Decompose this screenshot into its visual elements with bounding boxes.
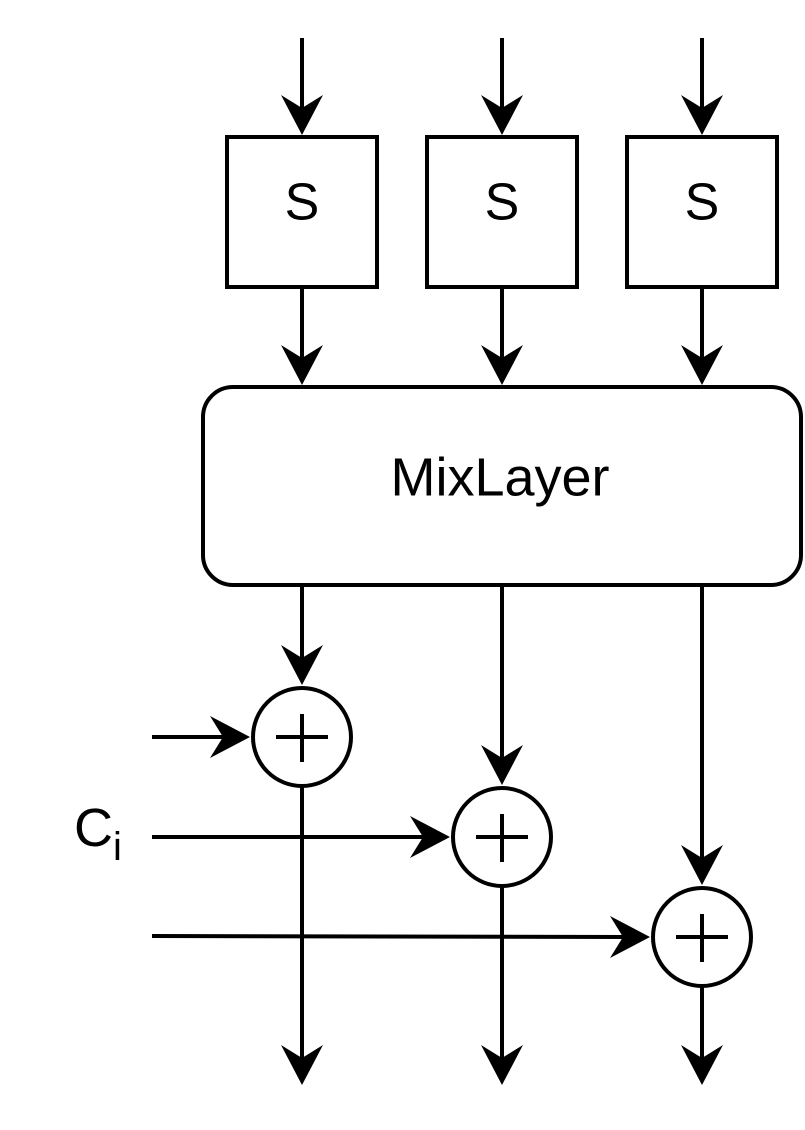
mix-layer-rect [201, 385, 803, 587]
mix-output-arrowhead-3 [681, 845, 723, 885]
mix-output-arrowhead-2 [481, 745, 523, 785]
input-arrowhead-2 [481, 95, 523, 135]
output-arrowhead-1 [281, 1045, 323, 1085]
input-lines [281, 38, 723, 135]
xor-node-3 [651, 886, 753, 988]
key-label-subscript: i [113, 825, 122, 869]
sbox-2-label: S [485, 174, 520, 232]
sbox-1: S [225, 135, 379, 289]
input-arrowhead-3 [681, 95, 723, 135]
output-arrowhead-2 [481, 1045, 523, 1085]
key-label: Ci [74, 798, 122, 869]
sbox-1-label: S [285, 174, 320, 232]
key-arrowhead-1 [210, 716, 250, 758]
sbox-2-rect [425, 135, 579, 289]
key-arrowhead-2 [410, 816, 450, 858]
sbox-output-arrowhead-2 [481, 345, 523, 385]
sbox-3-label: S [685, 174, 720, 232]
xor-node-1 [251, 686, 353, 788]
key-label-main: C [74, 798, 113, 858]
xor-node-2 [451, 786, 553, 888]
key-line-3 [151, 934, 629, 939]
key-lines [151, 716, 650, 958]
input-arrowhead-1 [281, 95, 323, 135]
key-arrowhead-3 [610, 916, 650, 958]
sbox-2: S [425, 135, 579, 289]
sbox-output-arrowhead-3 [681, 345, 723, 385]
sbox-output-lines [281, 287, 723, 385]
sbox-3-rect [625, 135, 779, 289]
sbox-3: S [625, 135, 779, 289]
mix-layer-label: MixLayer [390, 447, 609, 507]
sbox-output-arrowhead-1 [281, 345, 323, 385]
mix-output-lines [281, 587, 723, 885]
mix-output-arrowhead-1 [281, 645, 323, 685]
output-lines [281, 787, 723, 1085]
output-arrowhead-3 [681, 1045, 723, 1085]
mix-layer: MixLayer [201, 385, 803, 587]
